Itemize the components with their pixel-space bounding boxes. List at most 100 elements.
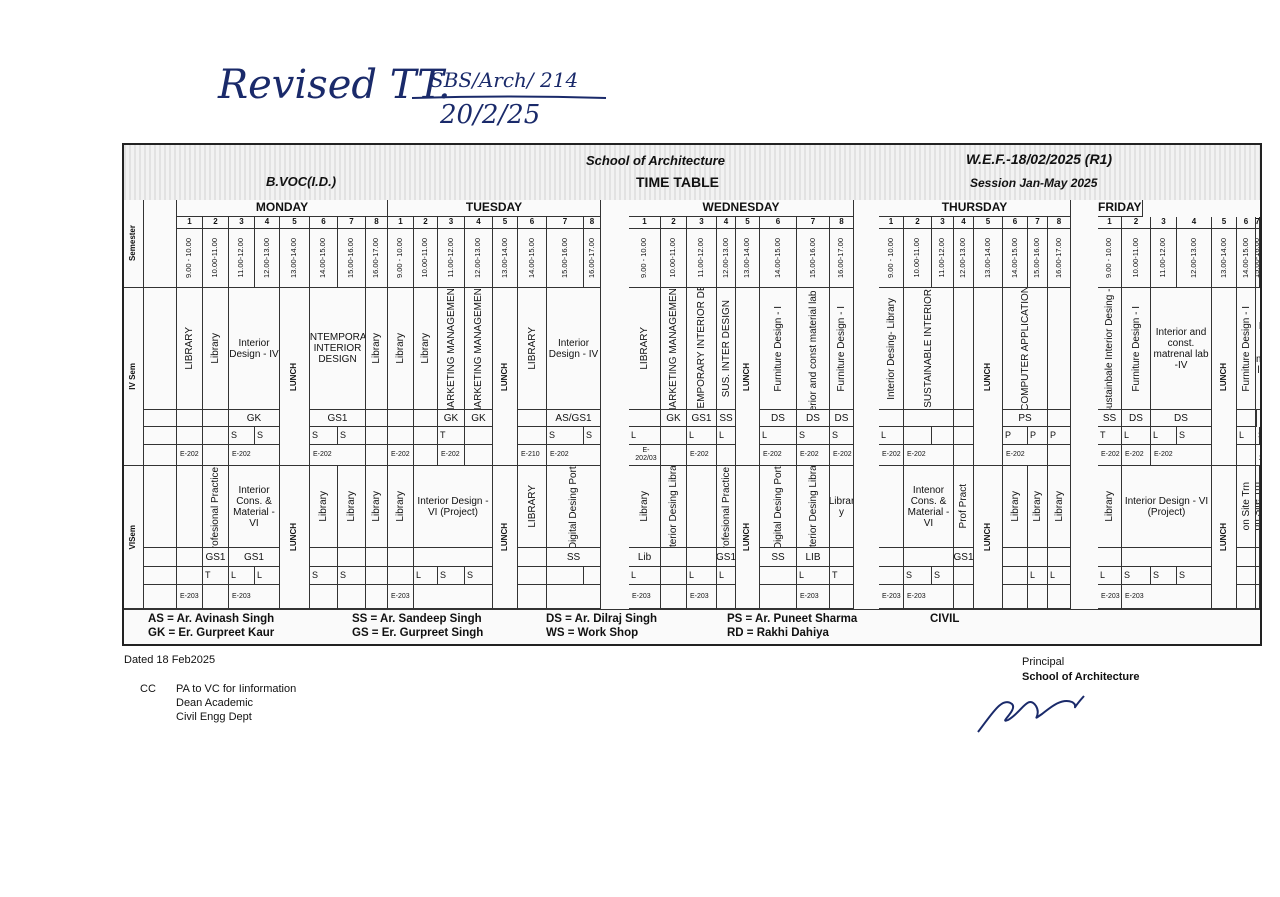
faculty-cell-text: DS: [1129, 412, 1143, 424]
mark-cell: P: [1048, 427, 1071, 445]
room-cell-text: E-202: [882, 451, 901, 459]
lunch-cell-text: LUNCH: [289, 362, 299, 391]
lunch-cell: LUNCH: [280, 466, 310, 609]
mark-cell: S: [310, 567, 338, 585]
time-slot-text: 15.00-16.00: [1256, 237, 1260, 279]
room-cell: [954, 445, 974, 466]
time-slot-text: 10.00-11.00: [210, 238, 220, 278]
room-cell: E-203: [797, 585, 830, 609]
period-number: 2: [203, 217, 229, 229]
mark-cell: T: [438, 427, 465, 445]
room-cell: E-202: [177, 445, 203, 466]
faculty-cell-text: AS/GS1: [555, 412, 592, 424]
room-cell: [366, 585, 388, 609]
time-slot-text: 12.00-13.00: [958, 237, 968, 279]
faculty-cell: [629, 410, 661, 427]
mark-cell-text: S: [832, 429, 839, 440]
mark-cell-text: S: [340, 429, 347, 440]
mark-cell: S: [547, 427, 584, 445]
room-cell-text: E-202: [690, 451, 709, 459]
mark-cell-text: S: [312, 429, 319, 440]
faculty-cell: [1237, 548, 1256, 567]
legend-gk: GK = Er. Gurpreet Kaur: [148, 627, 275, 639]
subject-cell-text: Library: [395, 491, 406, 522]
faculty-cell: SS: [760, 548, 797, 567]
lunch-cell-text: LUNCH: [1218, 523, 1228, 551]
room-cell: [414, 445, 438, 466]
empty-cell: [687, 466, 717, 548]
subject-cell-text: Library: [346, 491, 357, 522]
faculty-cell: GS1: [687, 410, 717, 427]
period-number: 1: [177, 217, 203, 229]
subject-cell-text: LIBRARY: [184, 327, 195, 370]
cc-line-3: Civil Engg Dept: [176, 711, 252, 723]
time-slot: 14.00-15.00: [1003, 229, 1028, 288]
empty-cell: [177, 466, 203, 548]
lunch-cell: LUNCH: [974, 466, 1003, 609]
mark-cell: T: [203, 567, 229, 585]
time-slot-text: 13.00-14.00: [982, 237, 992, 279]
room-cell-text: E-202: [232, 451, 251, 459]
faculty-cell: [388, 410, 414, 427]
time-slot: 9.00 - 10.00: [177, 229, 203, 288]
room-cell: E-202/03: [629, 445, 661, 466]
mark-cell-text: S: [1153, 569, 1160, 580]
mark-cell-text: L: [799, 569, 805, 580]
cc-line-2: Dean Academic: [176, 697, 254, 709]
school-title: School of Architecture: [586, 153, 725, 168]
subject-cell: Library: [388, 288, 414, 410]
time-slot: 14.00-15.00: [1237, 229, 1256, 288]
faculty-cell: [310, 548, 338, 567]
sec-blank: [144, 288, 177, 410]
mark-cell-text: S: [467, 569, 474, 580]
subject-cell-text: Library: [371, 491, 382, 522]
faculty-cell: PS: [1003, 410, 1048, 427]
timetable: School of Architecture W.E.F.-18/02/2025…: [122, 143, 1262, 646]
mark-cell-text: L: [762, 429, 768, 440]
sem-iv-label-text: IV Sem: [128, 363, 138, 390]
faculty-cell-text: DS: [806, 412, 820, 424]
subject-cell: Interior Desing- Library: [879, 288, 904, 410]
room-cell: E-202: [1122, 445, 1151, 466]
lunch-cell-text: LUNCH: [742, 523, 752, 551]
period-number: 1: [1098, 217, 1122, 229]
period-number: 4: [954, 217, 974, 229]
time-slot-text: 11.00-12.00: [236, 238, 246, 278]
mark-cell: [954, 427, 974, 445]
faculty-cell: [518, 548, 547, 567]
period-number: 3: [229, 217, 255, 229]
lunch-cell-text: LUNCH: [499, 362, 509, 391]
time-slot: 15.00-16.00: [1256, 229, 1260, 288]
time-slot: 16.00-17.00: [1048, 229, 1071, 288]
subject-cell: Library: [338, 466, 366, 548]
faculty-cell: [687, 548, 717, 567]
subject-cell: LIBRARY: [629, 288, 661, 410]
period-number: 4: [255, 217, 280, 229]
subject-cell-text: Library: [420, 333, 431, 364]
time-slot: 11.00-12.00: [438, 229, 465, 288]
faculty-cell: [1003, 548, 1028, 567]
lunch-cell: LUNCH: [1212, 288, 1237, 466]
subject-cell-text: Furniture Design - I: [836, 305, 847, 392]
faculty-cell: LIB: [797, 548, 830, 567]
subject-cell: Prof Pract: [954, 466, 974, 548]
subject-cell: CONTEMPORARY INTERIOR DESIGN: [687, 288, 717, 410]
period-number: 6: [760, 217, 797, 229]
subject-cell-text: Interior and const. matrena l lab -IV: [1256, 321, 1262, 376]
handwritten-date: 20/2/25: [440, 100, 541, 130]
subject-cell: LIBRARY: [177, 288, 203, 410]
cc-line-1: PA to VC for Iinformation: [176, 683, 297, 695]
faculty-cell-text: DS: [834, 412, 849, 424]
principal-title: Principal: [1022, 656, 1065, 668]
room-cell: E-202: [830, 445, 854, 466]
subject-cell: Interior Desing Library: [797, 466, 830, 548]
lunch-cell: LUNCH: [493, 466, 518, 609]
day-header-tuesday: TUESDAY: [388, 200, 601, 217]
faculty-cell: AS/GS1: [547, 410, 601, 427]
faculty-cell: [388, 548, 414, 567]
time-slot: 10.00-11.00: [203, 229, 229, 288]
period-number: 8: [366, 217, 388, 229]
subject-cell-text: Interior Design - VI (Project): [1124, 495, 1209, 518]
period-number: 3: [932, 217, 954, 229]
sec-blank: [144, 410, 177, 427]
